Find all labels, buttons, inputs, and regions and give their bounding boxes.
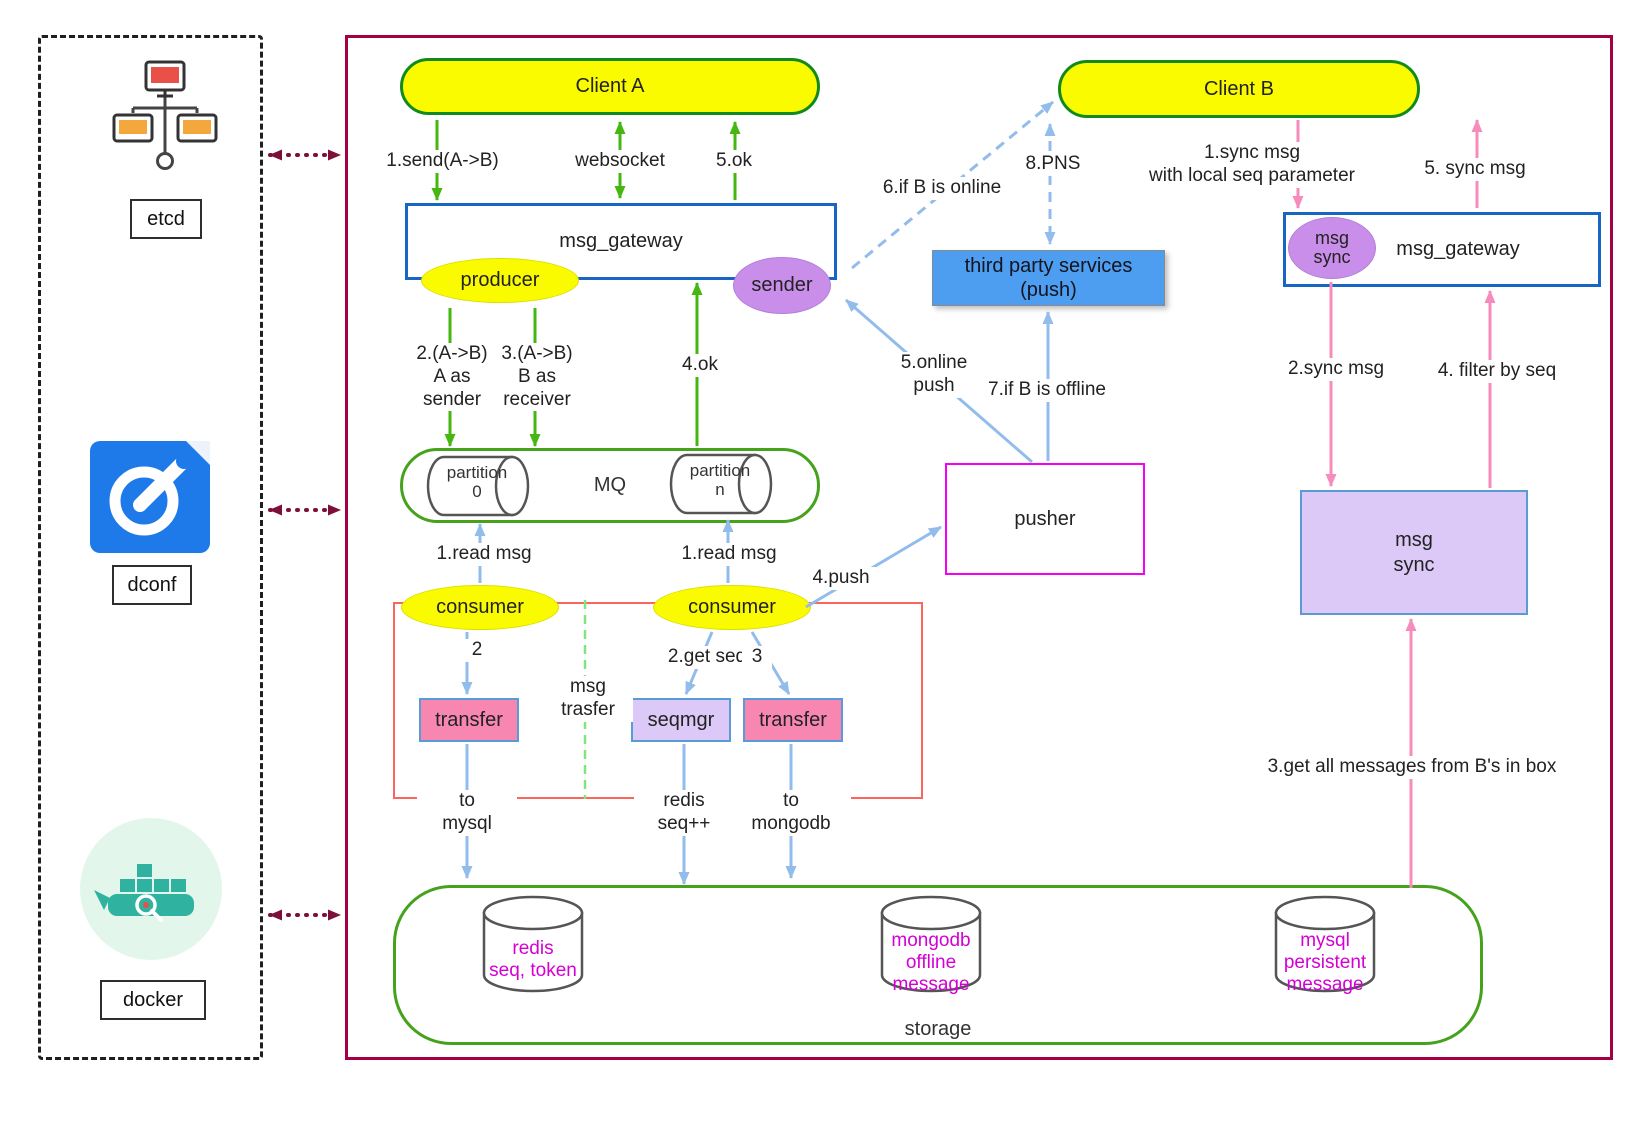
consumer-right-label: consumer <box>688 596 776 618</box>
partition-n-label: partition n <box>689 461 751 499</box>
msg-sync-badge-label: msg sync <box>1313 228 1351 267</box>
client-a-label: Client A <box>575 75 645 97</box>
sender-label: sender <box>751 274 813 296</box>
transfer-left-label: transfer <box>435 708 503 731</box>
label-step-2: 2 <box>462 639 492 662</box>
etcd-icon <box>112 60 218 170</box>
label-a-as-sender: 2.(A->B) A as sender <box>407 343 497 412</box>
consumer-left-label: consumer <box>436 596 524 618</box>
label-if-offline: 7.if B is offline <box>972 379 1122 402</box>
mysql-label: mysql persistent message <box>1283 930 1367 995</box>
dconf-label-box: dconf <box>112 565 192 605</box>
mq-label: MQ <box>593 474 627 496</box>
partition-0-label: partition 0 <box>446 463 508 501</box>
mongodb-label: mongodb offline message <box>891 930 971 995</box>
docker-label-box: docker <box>100 980 206 1020</box>
label-msg-trasfer: msg trasfer <box>543 676 633 722</box>
msg-gateway-left-label: msg_gateway <box>559 230 683 252</box>
sender-node: sender <box>733 257 831 314</box>
label-read-msg-left: 1.read msg <box>424 543 544 566</box>
transfer-left-node: transfer <box>419 698 519 742</box>
storage-label: storage <box>904 1018 972 1040</box>
label-pns: 8.PNS <box>1018 153 1088 176</box>
infra-panel <box>38 35 263 1060</box>
transfer-right-node: transfer <box>743 698 843 742</box>
label-push-4: 4.push <box>801 567 881 590</box>
label-sync-msg-1: 1.sync msg with local seq parameter <box>1112 142 1392 188</box>
msg-sync-badge-node: msg sync <box>1288 217 1376 279</box>
client-b-label: Client B <box>1203 77 1275 100</box>
label-sync-msg-2: 2.sync msg <box>1276 358 1396 381</box>
pusher-label: pusher <box>1014 507 1076 530</box>
consumer-right-node: consumer <box>653 585 811 630</box>
system-boundary <box>345 35 1613 1060</box>
label-to-mongodb: to mongodb <box>731 790 851 836</box>
label-online-push: 5.online push <box>884 352 984 398</box>
pusher-node: pusher <box>945 463 1145 575</box>
transfer-right-label: transfer <box>759 708 827 731</box>
dconf-label: dconf <box>127 573 177 596</box>
mongodb-cylinder <box>880 895 982 993</box>
label-send-ab: 1.send(A->B) <box>370 150 515 173</box>
label-sync-msg-5: 5. sync msg <box>1415 158 1535 181</box>
label-get-seq: 2.get seq <box>662 646 752 669</box>
label-ok-4: 4.ok <box>675 354 725 377</box>
label-step-3: 3 <box>742 646 772 669</box>
redis-label: redis seq, token <box>489 938 577 981</box>
mysql-cylinder <box>1274 895 1376 993</box>
partition-n-cylinder <box>669 453 773 515</box>
label-b-as-receiver: 3.(A->B) B as receiver <box>492 343 582 412</box>
client-b-node: Client B <box>1058 60 1420 118</box>
etcd-label-box: etcd <box>130 199 202 239</box>
msg-gateway-right-label: msg_gateway <box>1396 238 1520 260</box>
redis-cylinder <box>482 895 584 993</box>
label-filter-by-seq: 4. filter by seq <box>1427 360 1567 383</box>
dconf-icon <box>90 441 210 553</box>
label-get-all-msgs: 3.get all messages from B's in box <box>1242 756 1582 779</box>
producer-label: producer <box>460 269 540 291</box>
label-websocket: websocket <box>560 150 680 173</box>
client-a-node: Client A <box>400 58 820 115</box>
producer-node: producer <box>421 258 579 303</box>
third-party-services-label: third party services (push) <box>964 255 1133 301</box>
msg-sync-label: msg sync <box>1393 528 1435 576</box>
seqmgr-node: seqmgr <box>631 698 731 742</box>
label-to-mysql: to mysql <box>417 790 517 836</box>
partition-0-cylinder <box>426 455 530 517</box>
label-read-msg-right: 1.read msg <box>669 543 789 566</box>
third-party-services-node: third party services (push) <box>932 250 1165 306</box>
docker-label: docker <box>122 988 184 1011</box>
consumer-left-node: consumer <box>401 585 559 630</box>
seqmgr-label: seqmgr <box>647 708 715 731</box>
label-ok-5: 5.ok <box>704 150 764 173</box>
label-redis-seq: redis seq++ <box>634 790 734 836</box>
docker-icon <box>80 818 222 960</box>
msg-sync-node: msg sync <box>1300 490 1528 615</box>
etcd-label: etcd <box>147 207 185 230</box>
label-if-online: 6.if B is online <box>867 177 1017 200</box>
